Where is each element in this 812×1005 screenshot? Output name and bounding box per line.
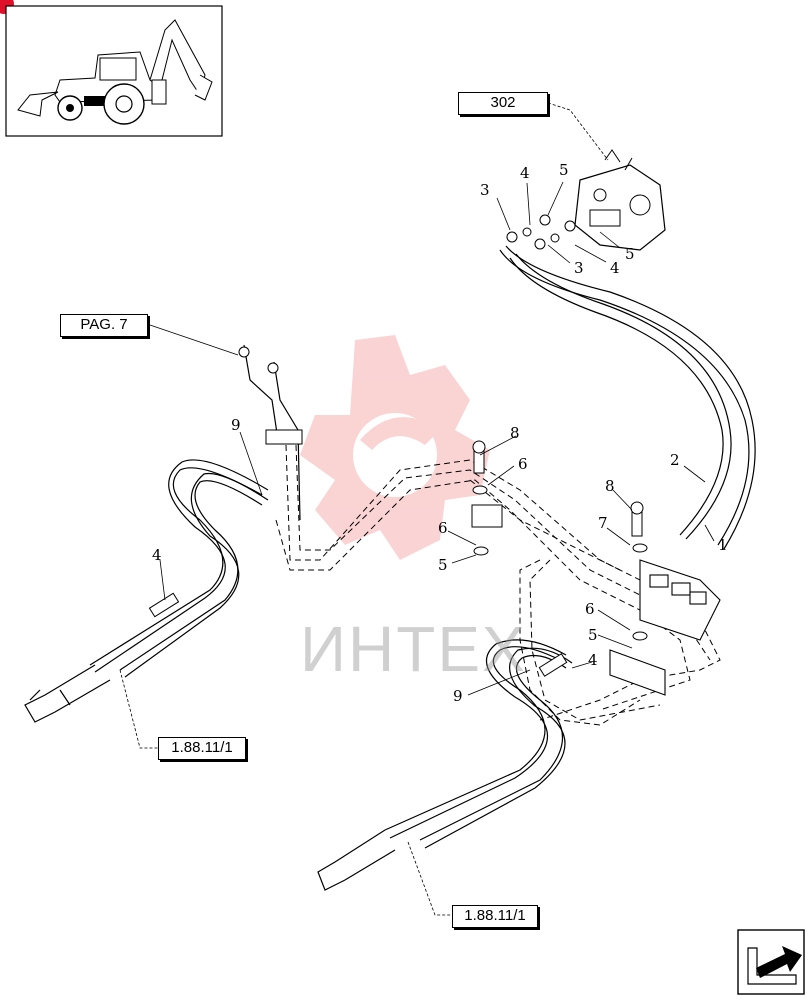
callout-1: 1 bbox=[718, 536, 728, 554]
callout-3a: 3 bbox=[480, 181, 490, 199]
control-valve-icon bbox=[574, 149, 666, 251]
callout-5d: 5 bbox=[588, 626, 598, 644]
callout-4a: 4 bbox=[520, 164, 530, 182]
watermark-text: ИНТЕХ bbox=[300, 613, 527, 685]
ref-1-88-11-left-link[interactable]: 1.88.11/1 bbox=[158, 737, 246, 760]
fittings bbox=[148, 214, 648, 677]
callout-8a: 8 bbox=[510, 424, 520, 442]
backhoe-loader-icon[interactable] bbox=[5, 5, 223, 137]
callout-5a: 5 bbox=[559, 161, 569, 179]
page-7-link[interactable]: PAG. 7 bbox=[60, 314, 148, 337]
callout-4d: 4 bbox=[588, 651, 598, 669]
callout-6a: 6 bbox=[518, 455, 528, 473]
ref-302-link[interactable]: 302 bbox=[458, 92, 548, 115]
callout-9b: 9 bbox=[453, 687, 463, 705]
callout-8b: 8 bbox=[605, 477, 615, 495]
callout-3b: 3 bbox=[574, 259, 584, 277]
callout-2: 2 bbox=[670, 451, 680, 469]
hoses bbox=[24, 245, 756, 891]
manifold-block-icon bbox=[609, 559, 721, 696]
callout-4c: 4 bbox=[152, 546, 162, 564]
callout-5b: 5 bbox=[625, 245, 635, 263]
watermark-gear-icon bbox=[300, 335, 490, 560]
callout-7: 7 bbox=[598, 514, 608, 532]
next-page-arrow-icon[interactable] bbox=[737, 929, 805, 995]
ref-1-88-11-bottom-link[interactable]: 1.88.11/1 bbox=[452, 905, 538, 928]
callout-6b: 6 bbox=[438, 519, 448, 537]
leader-lines bbox=[119, 102, 715, 916]
callout-6c: 6 bbox=[585, 600, 595, 618]
callout-numbers: 1 2 3 3 4 4 4 4 5 5 5 5 6 6 6 7 8 8 9 9 bbox=[152, 161, 728, 705]
callout-5c: 5 bbox=[438, 556, 448, 574]
callout-4b: 4 bbox=[610, 259, 620, 277]
callout-9a: 9 bbox=[231, 416, 241, 434]
